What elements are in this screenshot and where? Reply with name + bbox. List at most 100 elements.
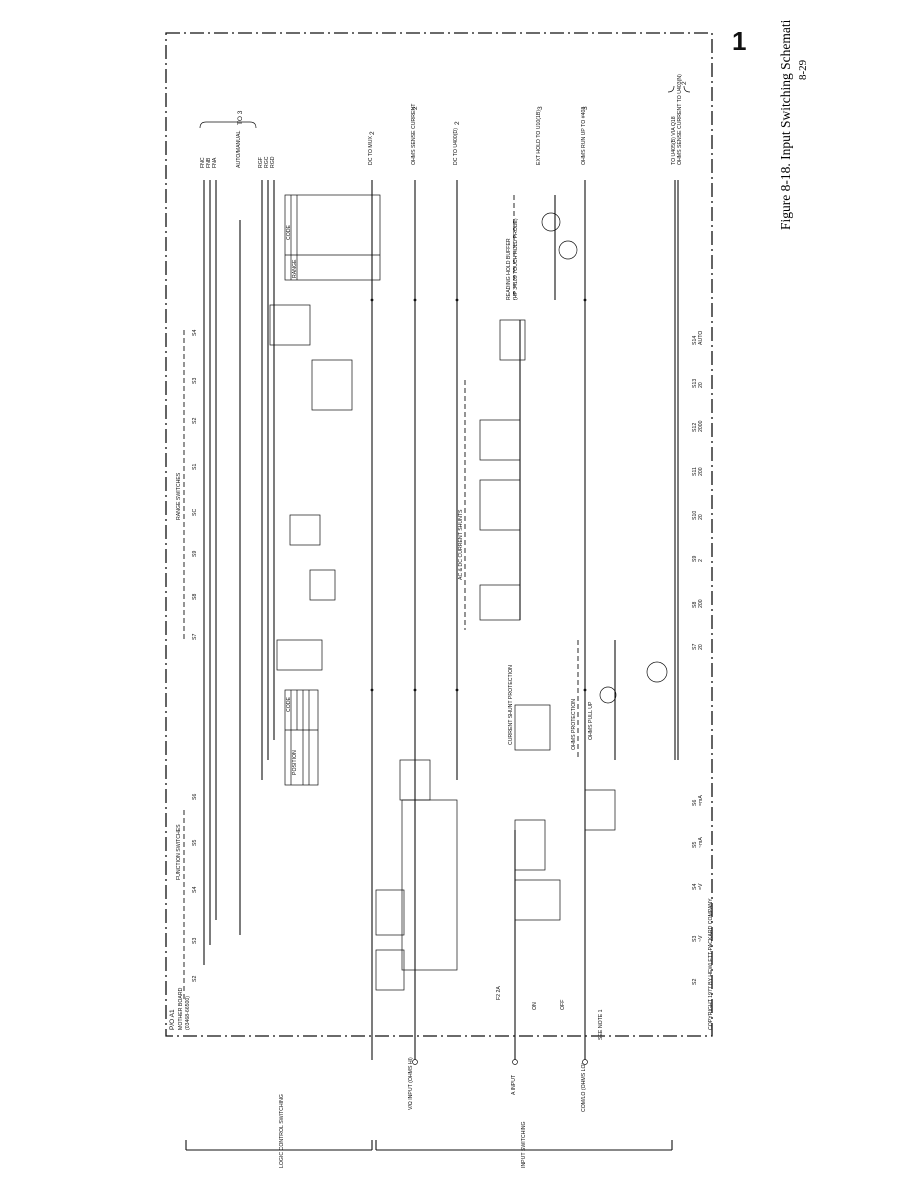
section-headers: FUNCTION SWITCHES RANGE SWITCHES bbox=[176, 330, 185, 1000]
range-switches-title: RANGE SWITCHES bbox=[176, 472, 182, 520]
svg-text:CODE: CODE bbox=[286, 696, 292, 712]
svg-text:F2 2A: F2 2A bbox=[496, 986, 502, 1000]
svg-text:2: 2 bbox=[369, 131, 376, 135]
board-title: P/O A1 MOTHER BOARD (03468-66500) COPYRI… bbox=[169, 898, 714, 1030]
logic-control-label: LOGIC CONTROL SWITCHING bbox=[279, 1094, 285, 1168]
output-labels: FNC FNB FNA AUTO/MANUAL TO 3 RGF RGC RGD… bbox=[199, 74, 691, 168]
svg-text:S9: S9 bbox=[192, 551, 198, 557]
svg-text:CODE: CODE bbox=[286, 224, 292, 240]
svg-text:S5: S5 bbox=[192, 840, 198, 846]
svg-text:AUTO/MANUAL: AUTO/MANUAL bbox=[236, 131, 242, 168]
a-input: A INPUT bbox=[511, 1074, 517, 1095]
svg-text:OHMS RUN UP TO #402: OHMS RUN UP TO #402 bbox=[581, 107, 587, 165]
figure-caption-block: Figure 8-18. Input Switching Schematic 8… bbox=[760, 14, 809, 230]
svg-text:RGD: RGD bbox=[270, 156, 276, 168]
svg-text:SC: SC bbox=[192, 509, 198, 516]
svg-text:=mA: =mA bbox=[698, 795, 704, 806]
svg-text:S4: S4 bbox=[692, 884, 698, 890]
svg-text:RGC: RGC bbox=[264, 156, 270, 168]
page-number: 8-29 bbox=[797, 59, 809, 80]
svg-text:S14: S14 bbox=[692, 336, 698, 345]
left-margin-brackets: LOGIC CONTROL SWITCHING INPUT SWITCHING bbox=[185, 1094, 673, 1168]
svg-text:S3: S3 bbox=[192, 938, 198, 944]
board-assembly: P/O A1 bbox=[169, 1009, 176, 1030]
range-switch-blocks bbox=[269, 304, 353, 671]
input-terminals: V/Ω INPUT (OHMS HI) A INPUT COM/LO (OHMS… bbox=[408, 986, 604, 1112]
svg-text:READING HOLD BUFFER: READING HOLD BUFFER bbox=[506, 238, 512, 300]
svg-text:S12: S12 bbox=[692, 423, 698, 432]
board-part-no: (03468-66500) bbox=[185, 996, 191, 1030]
figure-caption: Figure 8-18. Input Switching Schematic bbox=[778, 20, 793, 230]
svg-text:2000: 2000 bbox=[698, 420, 704, 432]
svg-text:S8: S8 bbox=[692, 602, 698, 608]
svg-text:20: 20 bbox=[698, 382, 704, 388]
svg-text:FNC: FNC bbox=[200, 157, 206, 168]
svg-text:S8: S8 bbox=[192, 594, 198, 600]
svg-text:AC & DC CURRENT SHUNTS: AC & DC CURRENT SHUNTS bbox=[458, 509, 464, 580]
junction-dots bbox=[370, 298, 587, 692]
svg-text:FNB: FNB bbox=[206, 157, 212, 168]
svg-text:POSITION: POSITION bbox=[292, 750, 298, 775]
svg-text:S3: S3 bbox=[692, 936, 698, 942]
bottom-function-labels: S2 S3 ~V S4 =V S5 ~mA S6 =mA bbox=[692, 795, 704, 985]
function-switch-ids: S2 S3 S4 S5 S6 bbox=[192, 794, 198, 982]
svg-text:OHMS PROTECTION: OHMS PROTECTION bbox=[571, 699, 577, 750]
svg-text:DC TO U400(D): DC TO U400(D) bbox=[453, 128, 459, 165]
svg-text:S1: S1 bbox=[192, 464, 198, 470]
svg-text:DC TO MUX: DC TO MUX bbox=[368, 136, 374, 165]
svg-text:TO 3: TO 3 bbox=[237, 110, 244, 125]
caption-svg: Figure 8-18. Input Switching Schematic 8… bbox=[778, 14, 809, 230]
bus-wires bbox=[203, 180, 679, 1060]
svg-text:20: 20 bbox=[698, 644, 704, 650]
svg-text:(HP 34109 TOUCH HOLD PROBE): (HP 34109 TOUCH HOLD PROBE) bbox=[513, 218, 519, 300]
bottom-range-labels: S7 20 S8 200 S9 2 S10 20 S11 200 S12 200… bbox=[692, 331, 704, 650]
range-code-table: CODE RANGE bbox=[284, 194, 381, 281]
function-code-table: CODE POSITION bbox=[284, 689, 319, 786]
svg-text:EXT HOLD TO U10(1B): EXT HOLD TO U10(1B) bbox=[536, 110, 542, 165]
input-switching-label: INPUT SWITCHING bbox=[521, 1121, 527, 1168]
svg-text:OHMS PULL UP: OHMS PULL UP bbox=[588, 701, 594, 740]
svg-text:AUTO: AUTO bbox=[698, 331, 704, 345]
svg-text:S13: S13 bbox=[692, 379, 698, 388]
svg-text:S6: S6 bbox=[692, 800, 698, 806]
svg-text:S2: S2 bbox=[192, 418, 198, 424]
svg-text:=V: =V bbox=[698, 883, 704, 890]
ohms-protection-section: OHMS PROTECTION OHMS PULL UP CURRENT SHU… bbox=[508, 640, 668, 760]
svg-text:S2: S2 bbox=[192, 976, 198, 982]
svg-text:3: 3 bbox=[537, 106, 544, 110]
board-name: MOTHER BOARD bbox=[178, 987, 184, 1030]
function-switch-blocks bbox=[375, 759, 616, 991]
sheet-number: 1 bbox=[732, 26, 747, 56]
svg-text:ON: ON bbox=[532, 1002, 538, 1010]
svg-text:S6: S6 bbox=[192, 794, 198, 800]
com-input: COM/LO (OHMS LO) bbox=[581, 1062, 587, 1112]
reading-hold-section: READING HOLD BUFFER (HP 34109 TOUCH HOLD… bbox=[506, 195, 578, 300]
shunt-section: AC & DC CURRENT SHUNTS bbox=[458, 319, 526, 630]
sheet-border bbox=[165, 32, 713, 1037]
svg-text:S5: S5 bbox=[692, 842, 698, 848]
svg-text:20: 20 bbox=[698, 514, 704, 520]
svg-text:S2: S2 bbox=[692, 979, 698, 985]
range-switch-ids: S7 S8 S9 SC S1 S2 S3 S4 bbox=[192, 330, 198, 640]
svg-text:S9: S9 bbox=[692, 556, 698, 562]
svg-text:2: 2 bbox=[454, 121, 461, 125]
svg-text:OFF: OFF bbox=[560, 1000, 566, 1010]
svg-text:200: 200 bbox=[698, 467, 704, 476]
v-ohm-input: V/Ω INPUT (OHMS HI) bbox=[408, 1057, 414, 1110]
svg-text:S11: S11 bbox=[692, 467, 698, 476]
svg-text:200: 200 bbox=[698, 599, 704, 608]
svg-text:TO U405(B) VIA Q18: TO U405(B) VIA Q18 bbox=[671, 116, 677, 165]
svg-text:S4: S4 bbox=[192, 887, 198, 893]
svg-text:2: 2 bbox=[681, 81, 688, 85]
svg-text:RANGE: RANGE bbox=[292, 259, 298, 278]
svg-text:~V: ~V bbox=[698, 935, 704, 942]
svg-text:RGF: RGF bbox=[258, 157, 264, 168]
svg-text:S3: S3 bbox=[192, 378, 198, 384]
copyright: COPYRIGHT 1977 BY HEWLETT-PACKARD COMPAN… bbox=[708, 898, 714, 1030]
svg-text:S10: S10 bbox=[692, 511, 698, 520]
svg-text:FNA: FNA bbox=[212, 157, 218, 168]
function-switches-title: FUNCTION SWITCHES bbox=[176, 824, 182, 880]
svg-text:SEE NOTE 1: SEE NOTE 1 bbox=[598, 1009, 604, 1040]
svg-text:2: 2 bbox=[698, 559, 704, 562]
